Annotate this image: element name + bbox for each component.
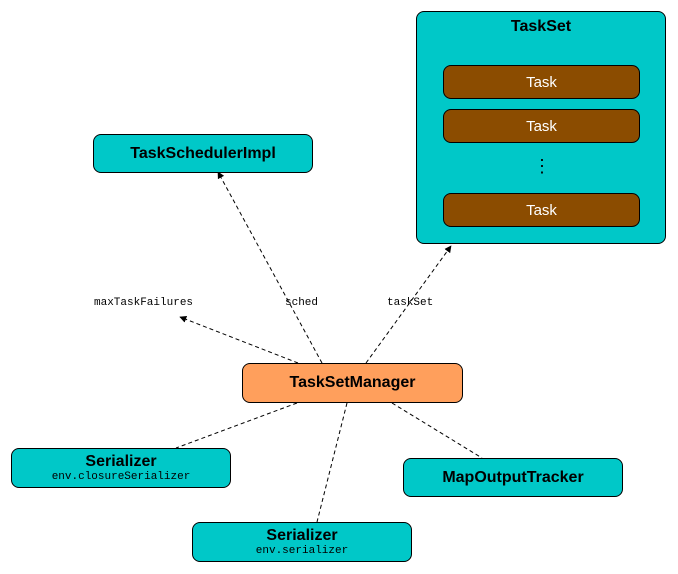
edge-max-task-failures bbox=[179, 316, 299, 364]
edge-taskset bbox=[365, 245, 452, 364]
task-set-manager-node: TaskSetManager bbox=[242, 363, 463, 403]
task-item: Task bbox=[443, 109, 640, 143]
task-ellipsis: ⋮ bbox=[533, 156, 551, 176]
task-item: Task bbox=[443, 193, 640, 227]
max-task-failures-label: maxTaskFailures bbox=[94, 297, 194, 309]
serializer-env-subtitle: env.serializer bbox=[255, 545, 349, 557]
edge-serializer-closure bbox=[175, 402, 298, 449]
edge-serializer-env bbox=[316, 402, 348, 523]
taskset-title: TaskSet bbox=[510, 18, 572, 35]
serializer-closure-title: Serializer bbox=[85, 453, 157, 470]
serializer-env-node: Serializer env.serializer bbox=[192, 522, 412, 562]
task-scheduler-impl-node: TaskSchedulerImpl bbox=[93, 134, 313, 173]
serializer-closure-node: Serializer env.closureSerializer bbox=[11, 448, 231, 488]
map-output-tracker-node: MapOutputTracker bbox=[403, 458, 623, 497]
serializer-env-title: Serializer bbox=[266, 527, 338, 544]
task-scheduler-impl-label: TaskSchedulerImpl bbox=[130, 144, 276, 162]
serializer-closure-subtitle: env.closureSerializer bbox=[51, 471, 191, 483]
sched-label: sched bbox=[285, 297, 319, 309]
task-item: Task bbox=[443, 65, 640, 99]
edge-map-output bbox=[391, 402, 483, 459]
edge-sched bbox=[217, 171, 323, 364]
taskset-label: taskSet bbox=[387, 297, 434, 309]
task-set-manager-label: TaskSetManager bbox=[289, 374, 416, 391]
map-output-tracker-label: MapOutputTracker bbox=[442, 468, 584, 486]
